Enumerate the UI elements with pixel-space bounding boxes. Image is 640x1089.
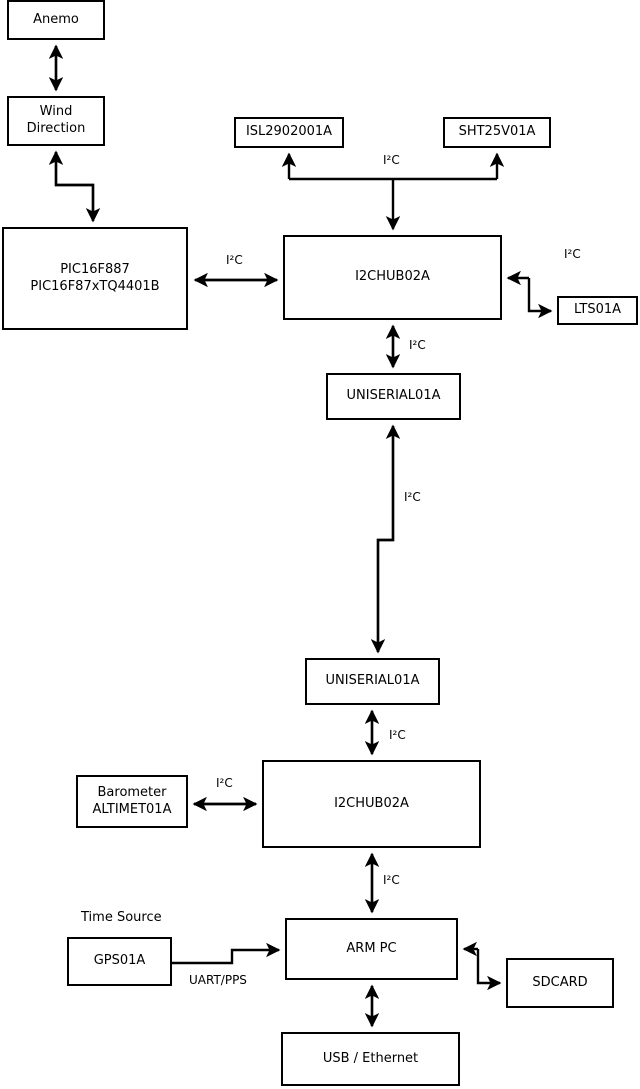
node-usb-ethernet[interactable]: USB / Ethernet	[281, 1032, 460, 1086]
connector-gps-armpc	[172, 942, 281, 965]
edge-label-gps-to-armpc: UART/PPS	[189, 973, 247, 987]
node-wind-direction[interactable]: Wind Direction	[7, 96, 105, 146]
edge-label-hub-to-lts: I²C	[564, 247, 581, 261]
node-i2chub02a-top[interactable]: I2CHUB02A	[283, 235, 502, 320]
connector-uniserialtop-uniserialbottom	[370, 424, 401, 654]
node-pic-microcontroller[interactable]: PIC16F887 PIC16F87xTQ4401B	[2, 227, 188, 330]
node-i2chub02a-bottom[interactable]: I2CHUB02A	[262, 760, 481, 848]
node-gps01a[interactable]: GPS01A	[67, 937, 172, 986]
edge-label-uniserial-link: I²C	[404, 490, 421, 504]
edge-label-uniserial-to-hub2: I²C	[389, 728, 406, 742]
label-time-source: Time Source	[81, 910, 162, 925]
node-uniserial01a-top[interactable]: UNISERIAL01A	[326, 373, 461, 420]
node-isl2902001a[interactable]: ISL2902001A	[234, 117, 344, 148]
connector-hubtop-lts	[506, 270, 553, 319]
edge-label-pic-to-hub: I²C	[226, 253, 243, 267]
node-barometer-altimet01a[interactable]: Barometer ALTIMET01A	[76, 775, 188, 828]
node-sdcard[interactable]: SDCARD	[506, 958, 614, 1008]
edge-label-hub-to-sensors: I²C	[383, 153, 400, 167]
edge-label-hub2-to-armpc: I²C	[383, 873, 400, 887]
edge-label-barometer-to-hub2: I²C	[216, 776, 233, 790]
node-sht25v01a[interactable]: SHT25V01A	[443, 117, 551, 148]
connector-hubtop-sensors	[281, 152, 505, 231]
connector-armpc-sdcard	[462, 941, 502, 991]
node-lts01a[interactable]: LTS01A	[557, 296, 638, 325]
connector-winddirection-pic	[48, 150, 101, 223]
node-uniserial01a-bottom[interactable]: UNISERIAL01A	[305, 658, 440, 705]
node-arm-pc[interactable]: ARM PC	[285, 918, 458, 980]
edge-label-hub-to-uniserial: I²C	[409, 338, 426, 352]
node-anemo[interactable]: Anemo	[7, 0, 105, 40]
